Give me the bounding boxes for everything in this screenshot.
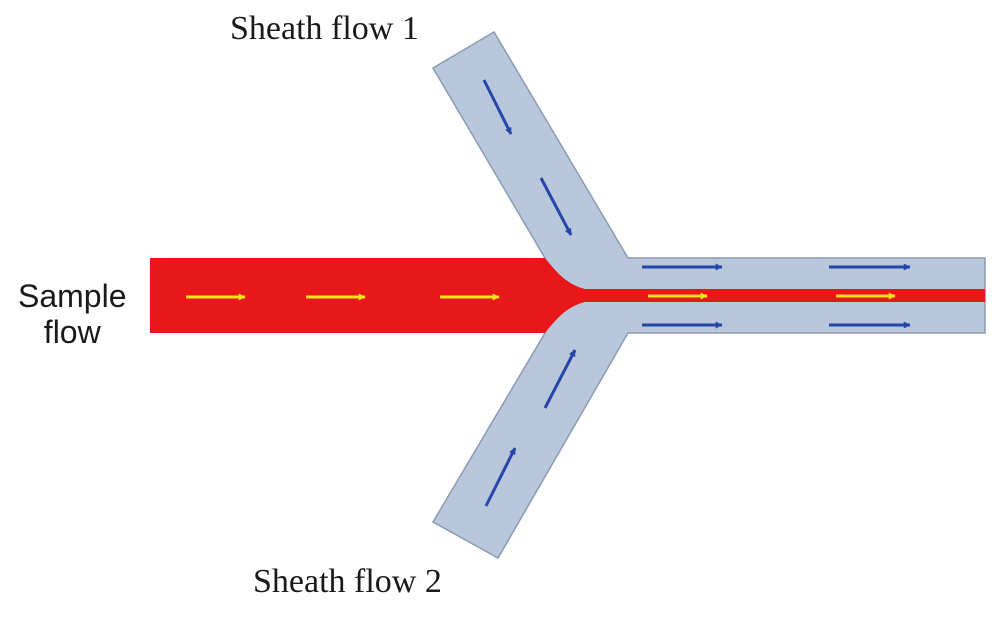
sheath2-arrow-2 [543,349,577,409]
sheath1-arrow-1 [482,79,513,135]
sheath2-arrow-1 [484,447,517,507]
sheath-flow-1-label: Sheath flow 1 [230,10,419,47]
sample-flow-label: Sample flow [18,278,127,350]
sheath1-arrow-2 [539,177,573,236]
sheath-flow-2-label: Sheath flow 2 [253,563,442,600]
sample-flow-label-line1: Sample [18,278,127,314]
sample-stream [150,258,985,333]
sample-flow-label-line2: flow [43,314,101,350]
